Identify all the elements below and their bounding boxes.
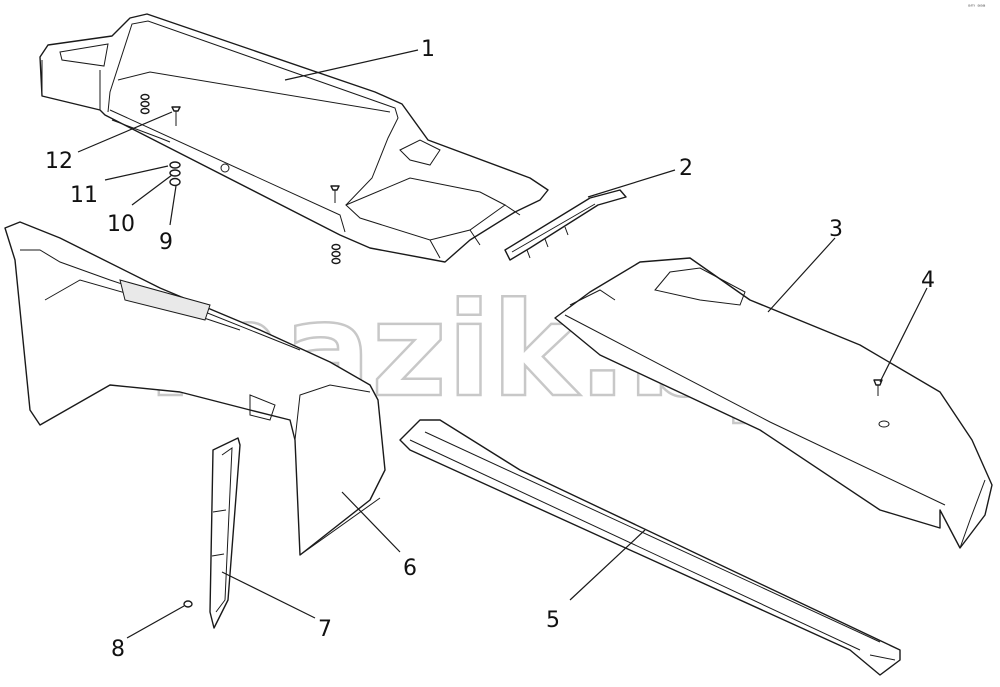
part-5-sill-strip bbox=[399, 419, 901, 676]
callout-4: 4 bbox=[921, 268, 935, 293]
callout-11: 11 bbox=[70, 183, 98, 208]
part-6-side-panel bbox=[4, 221, 386, 556]
part-8-pin bbox=[183, 600, 193, 608]
callout-3: 3 bbox=[829, 217, 843, 242]
callout-1: 1 bbox=[421, 37, 435, 62]
part-11-washer bbox=[169, 161, 181, 169]
callout-5: 5 bbox=[546, 608, 560, 633]
callout-labels: 1 2 3 4 5 6 7 8 9 10 11 12 bbox=[45, 37, 935, 662]
corner-mark: ᵃᵐ ᵃᵃᵃ bbox=[968, 3, 986, 11]
callout-7: 7 bbox=[318, 617, 332, 642]
part-10-washer bbox=[169, 169, 181, 177]
callout-12: 12 bbox=[45, 149, 73, 174]
fastener-stack-left bbox=[140, 93, 181, 126]
fastener-stack-right bbox=[330, 185, 341, 265]
callout-6: 6 bbox=[403, 556, 417, 581]
callout-10: 10 bbox=[107, 212, 135, 237]
callout-9: 9 bbox=[159, 230, 173, 255]
callout-8: 8 bbox=[111, 637, 125, 662]
part-2-trim-strip bbox=[504, 189, 627, 261]
part-7-bracket bbox=[209, 437, 241, 629]
part-9-nut bbox=[169, 177, 181, 187]
part-1-dashboard-tray bbox=[39, 13, 549, 263]
leader-lines bbox=[77, 49, 928, 639]
callout-2: 2 bbox=[679, 156, 693, 181]
part-3-cover-panel bbox=[554, 257, 993, 549]
